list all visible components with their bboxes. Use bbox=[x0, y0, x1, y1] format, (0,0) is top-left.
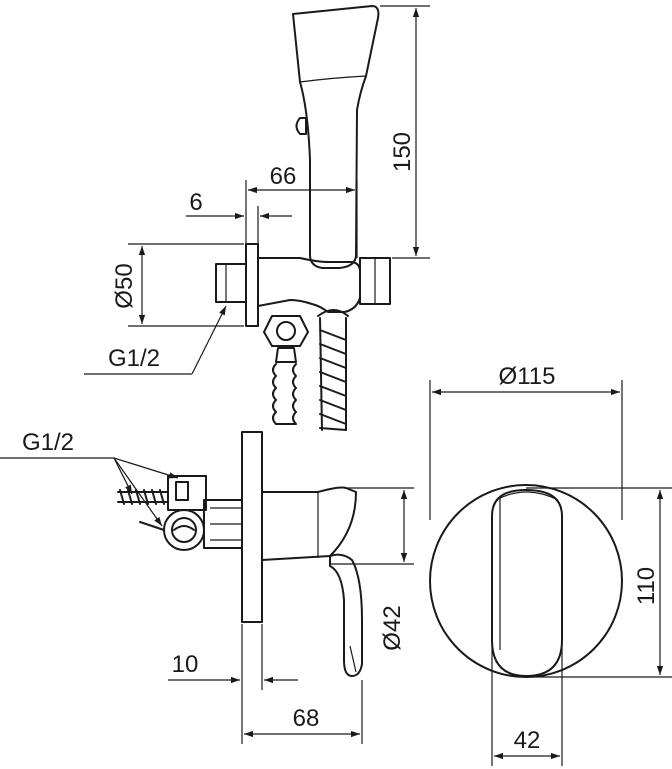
dim-66: 66 bbox=[270, 163, 297, 190]
threaded-stud bbox=[117, 489, 169, 505]
dim-diameter-42: Ø42 bbox=[379, 605, 406, 650]
lever-front bbox=[491, 489, 563, 677]
mixer-front-view bbox=[429, 484, 623, 678]
inlet-connector bbox=[215, 263, 247, 303]
dim-6: 6 bbox=[189, 189, 202, 216]
hand-shower-assembly bbox=[215, 5, 391, 431]
holder-body bbox=[257, 257, 361, 313]
rosette bbox=[429, 484, 623, 678]
thread-label-bottom: G1/2 bbox=[22, 429, 74, 456]
dim-68: 68 bbox=[293, 705, 320, 732]
mixer-side-view bbox=[117, 431, 363, 677]
hose-nut bbox=[263, 315, 309, 347]
handset-face bbox=[299, 75, 367, 83]
dim-42: 42 bbox=[514, 727, 541, 754]
thread-label-top: G1/2 bbox=[108, 345, 160, 372]
wall-plate-top bbox=[245, 243, 259, 327]
mixer-lever bbox=[329, 553, 363, 677]
dim-diameter-50: Ø50 bbox=[111, 263, 138, 308]
hose-right bbox=[319, 317, 347, 431]
dim-110: 110 bbox=[633, 567, 660, 605]
mixer-body bbox=[261, 486, 357, 561]
dim-diameter-115: Ø115 bbox=[499, 363, 556, 390]
handset-button bbox=[295, 117, 307, 135]
dim-150: 150 bbox=[389, 132, 416, 172]
valve-wheel bbox=[163, 509, 205, 551]
dimensions: 150 66 6 Ø50 G1/2 G1/2 Ø42 bbox=[0, 5, 672, 766]
dim-10: 10 bbox=[172, 651, 199, 678]
hose-left bbox=[272, 363, 297, 425]
handset-head bbox=[292, 5, 380, 269]
wall-plate-bottom bbox=[241, 431, 263, 623]
